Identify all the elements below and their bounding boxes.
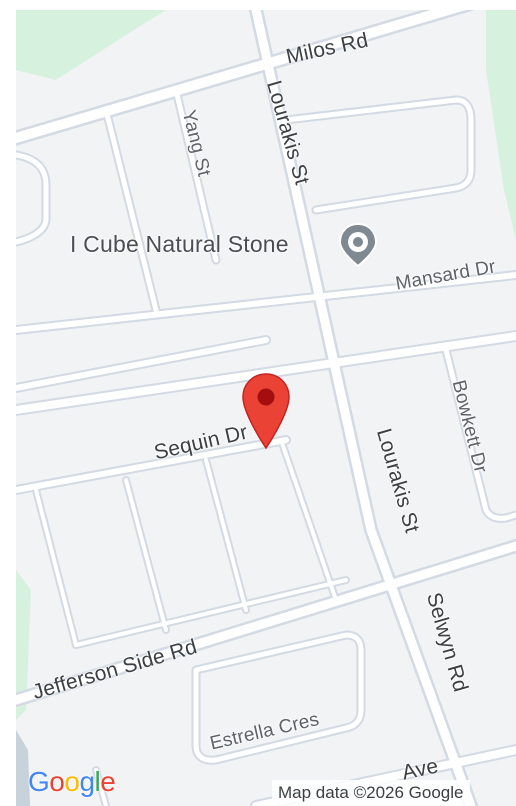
map-attribution[interactable]: Map data ©2026 Google — [272, 780, 470, 806]
road-network — [16, 10, 516, 806]
park-area — [486, 10, 516, 240]
google-logo[interactable]: Google — [28, 766, 116, 798]
park-area — [16, 10, 166, 80]
park-area — [16, 570, 31, 720]
red-location-marker-icon[interactable] — [240, 372, 292, 452]
google-logo-letter: G — [28, 766, 50, 797]
google-logo-letter: e — [100, 766, 116, 797]
google-logo-letter: g — [79, 766, 95, 797]
google-logo-letter: o — [64, 766, 80, 797]
google-logo-letter: l — [94, 766, 101, 797]
google-logo-letter: o — [49, 766, 65, 797]
map-pin-poi-icon[interactable] — [334, 220, 382, 268]
poi-label[interactable]: I Cube Natural Stone — [70, 231, 289, 257]
water-edge — [16, 730, 30, 806]
map-canvas[interactable]: Milos Rd Lourakis St Yang St Mansard Dr … — [16, 10, 516, 806]
